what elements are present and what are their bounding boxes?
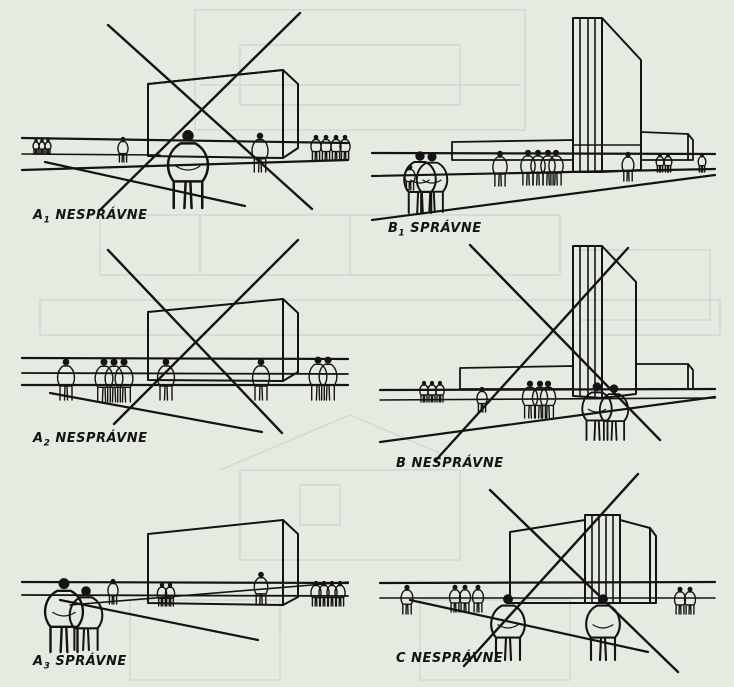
wrong-cross-mark	[97, 11, 314, 213]
panel-b	[378, 243, 717, 462]
pedestrian-figure	[404, 164, 416, 191]
caption-b: B NESPRÁVNE	[396, 456, 504, 471]
pedestrian-figure	[663, 152, 673, 173]
pedestrian-figure	[44, 138, 52, 155]
pedestrian-figure	[114, 358, 134, 403]
pedestrian-figure	[68, 586, 104, 652]
pedestrian-figure	[339, 134, 351, 161]
pedestrian-figure	[310, 134, 322, 161]
pedestrian-figure	[539, 380, 557, 419]
pedestrian-figure	[458, 584, 472, 613]
pedestrian-figure	[156, 358, 176, 401]
pedestrian-figure	[318, 580, 330, 607]
panel-a3	[20, 519, 350, 654]
panel-a1	[20, 11, 351, 213]
panel-b1	[370, 17, 717, 222]
wrong-cross-mark	[106, 238, 300, 435]
panel-a2	[20, 238, 350, 435]
pedestrian-figure	[308, 356, 328, 401]
pedestrian-figure	[156, 582, 168, 607]
pedestrian-figure	[251, 358, 271, 401]
pedestrian-figure	[400, 584, 414, 615]
pedestrian-figure	[330, 134, 342, 161]
pedestrian-figure	[166, 130, 210, 210]
pedestrian-figure	[581, 382, 613, 441]
pedestrian-figure	[318, 356, 338, 401]
pedestrian-figure	[94, 358, 114, 403]
low-podium	[459, 363, 694, 390]
caption-b1: B1 SPRÁVNE	[388, 221, 482, 239]
pedestrian-figure	[540, 149, 556, 186]
pedestrian-figure	[697, 152, 707, 173]
pedestrian-figure	[530, 149, 546, 186]
pedestrian-figure	[310, 580, 322, 607]
pedestrian-figure	[435, 380, 445, 403]
pedestrian-figure	[492, 150, 508, 187]
pedestrian-figure	[38, 138, 46, 155]
building-block	[147, 298, 299, 382]
pedestrian-figure	[621, 151, 635, 182]
pedestrian-figure	[471, 584, 485, 613]
pedestrian-figure	[585, 594, 621, 662]
pedestrian-figure	[683, 586, 697, 615]
caption-a1: A1 NESPRÁVNE	[33, 208, 148, 226]
tower-building	[572, 245, 637, 399]
caption-c: C NESPRÁVNE	[396, 651, 504, 666]
pedestrian-figure	[320, 134, 332, 161]
background-ghost-sketch	[39, 9, 721, 681]
pedestrian-figure	[32, 138, 40, 155]
pedestrian-figure	[673, 586, 687, 615]
caption-a3: A3 SPRÁVNE	[33, 654, 127, 672]
wrong-cross-mark	[434, 243, 662, 462]
caption-a2: A2 NESPRÁVNE	[33, 431, 148, 449]
pedestrian-figure	[419, 380, 429, 403]
pedestrian-figure	[521, 380, 539, 419]
pedestrian-figure	[490, 594, 526, 662]
building-block	[147, 519, 299, 606]
pedestrian-figure	[326, 580, 338, 607]
pedestrian-figure	[107, 578, 119, 605]
pedestrian-figure	[164, 582, 176, 607]
pedestrian-figure	[104, 358, 124, 403]
pedestrian-figure	[520, 149, 536, 186]
pedestrian-figure	[531, 380, 549, 419]
pedestrian-figure	[548, 149, 564, 186]
panel-c	[378, 472, 717, 674]
building-block	[147, 69, 299, 159]
pedestrian-figure	[476, 386, 488, 413]
pedestrian-figure	[655, 152, 665, 173]
pedestrian-figure	[334, 580, 346, 607]
pedestrian-figure	[415, 152, 449, 213]
pedestrian-figure	[253, 571, 269, 606]
pedestrian-figure	[427, 380, 437, 403]
wrong-cross-mark	[462, 472, 680, 674]
tower-building	[572, 17, 642, 173]
pedestrian-figure	[117, 136, 129, 163]
pedestrian-figure	[56, 358, 76, 401]
pedestrian-figure	[43, 578, 85, 654]
pedestrian-figure	[448, 584, 462, 613]
low-podium	[451, 131, 694, 161]
pedestrian-figure	[251, 132, 269, 173]
